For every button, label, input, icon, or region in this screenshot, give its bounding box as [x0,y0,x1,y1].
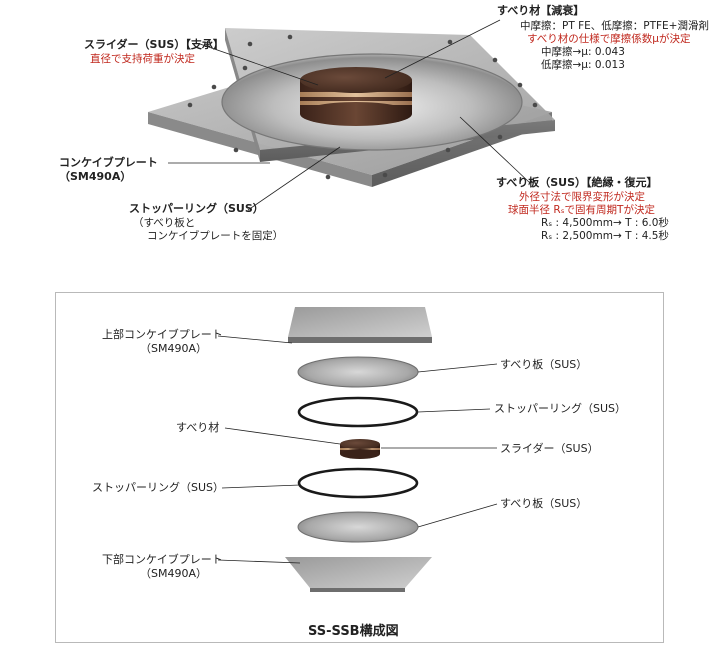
bolt-holes [187,34,538,180]
exploded-upper-stopper-ring [297,396,419,428]
exploded-slider [340,439,380,459]
lower-sliding-plate-label: すべり板（SUS） [500,497,588,510]
upper-plate-label: 上部コンケイブプレート [102,328,223,341]
radius-2: Rₛ : 2,500mm→ T : 4.5秒 [541,230,669,242]
top-leader-lines [168,19,531,211]
sliding-plate-title: すべり板（SUS）【絶縁・復元】 [496,176,658,189]
friction-types: 中摩擦：PT FE、低摩擦：PTFE+潤滑剤 [520,20,709,32]
exploded-view-frame [55,292,664,643]
diagram-caption: SS-SSB構成図 [308,624,399,639]
slider-title: スライダー（SUS）【支承】 [84,38,224,51]
upper-plate-grade: （SM490A） [140,342,207,355]
sliding-note-1: 外径寸法で限界変形が決定 [519,191,645,203]
upper-stopper-label: ストッパーリング（SUS） [494,402,627,415]
exploded-lower-plate [285,557,432,592]
slider-assembly [300,67,412,126]
sliding-note-2: 球面半径 Rₛで固有周期Tが決定 [508,204,655,216]
stopper-note-1: （すべり板と [133,217,196,229]
exploded-leader-lines [217,335,498,564]
stopper-title: ストッパーリング（SUS） [129,202,264,215]
mid-friction: 中摩擦→μ: 0.043 [541,46,625,58]
concave-plate-grade: （SM490A） [59,170,132,183]
concave-plate-label: コンケイブプレート [59,156,158,169]
upper-sliding-plate-label: すべり板（SUS） [500,358,588,371]
slide-material-title: すべり材【減衰】 [497,4,585,17]
lower-plate-label: 下部コンケイブプレート [102,553,223,566]
stopper-note-2: コンケイブプレートを固定） [147,230,284,242]
slide-material-label: すべり材 [176,421,220,434]
lower-plate-grade: （SM490A） [140,567,207,580]
friction-note: すべり材の仕様で摩擦係数μが決定 [527,33,691,45]
low-friction: 低摩擦→μ: 0.013 [541,59,625,71]
slider-note: 直径で支持荷重が決定 [90,53,195,65]
exploded-upper-plate [288,307,432,343]
slider-label: スライダー（SUS） [500,442,599,455]
lower-stopper-label: ストッパーリング（SUS） [92,481,225,494]
radius-1: Rₛ : 4,500mm→ T : 6.0秒 [541,217,669,229]
exploded-lower-stopper-ring [297,467,419,499]
